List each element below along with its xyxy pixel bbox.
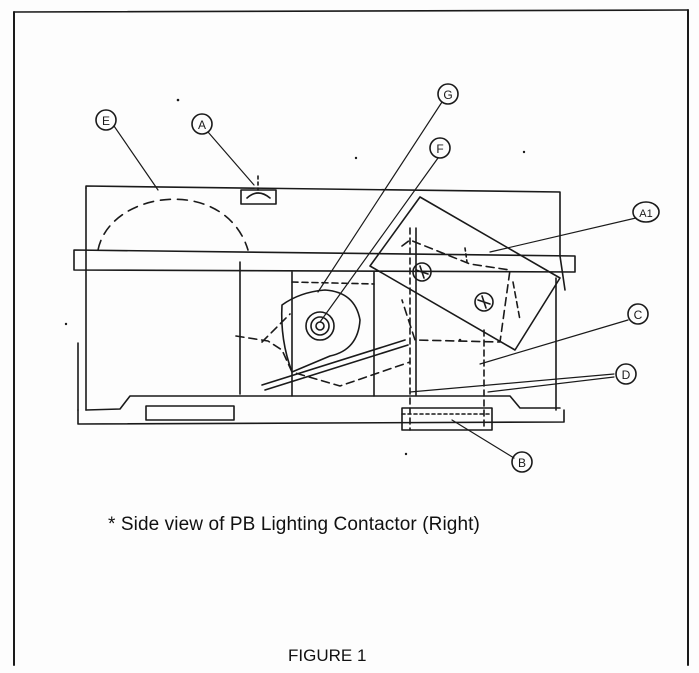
- callout-c-label: C: [634, 308, 643, 322]
- callout-a: A: [191, 113, 213, 135]
- callout-d-label: D: [622, 368, 631, 382]
- leader-lines: [113, 101, 637, 459]
- callout-d: D: [615, 363, 637, 385]
- lever-dashed: [235, 313, 411, 387]
- figure-caption: * Side view of PB Lighting Contactor (Ri…: [108, 514, 480, 535]
- page-border: [13, 9, 689, 666]
- callout-a1-label: A1: [639, 208, 652, 220]
- callout-b-label: B: [518, 456, 526, 470]
- arc-e: [97, 198, 249, 395]
- callout-g: G: [437, 83, 459, 105]
- callout-a-label: A: [198, 118, 206, 132]
- callout-e-label: E: [102, 114, 110, 128]
- callout-g-label: G: [443, 88, 452, 102]
- pivot-assembly: [280, 289, 361, 373]
- callout-f-label: F: [436, 142, 443, 156]
- callout-e: E: [95, 109, 117, 131]
- rods: [409, 227, 485, 431]
- contactor-body: [77, 185, 566, 425]
- mounting-rail: [73, 249, 576, 273]
- tilted-assembly-a1: [369, 196, 561, 351]
- callout-c: C: [627, 303, 649, 325]
- callout-b: B: [511, 451, 533, 473]
- callout-a1: A1: [632, 201, 660, 223]
- spring-rod: [261, 339, 409, 391]
- part-a: [240, 175, 277, 205]
- base-block-b: [401, 407, 493, 431]
- scan-specks: [64, 98, 526, 456]
- figure-title: FIGURE 1: [288, 646, 367, 665]
- callout-f: F: [429, 137, 451, 159]
